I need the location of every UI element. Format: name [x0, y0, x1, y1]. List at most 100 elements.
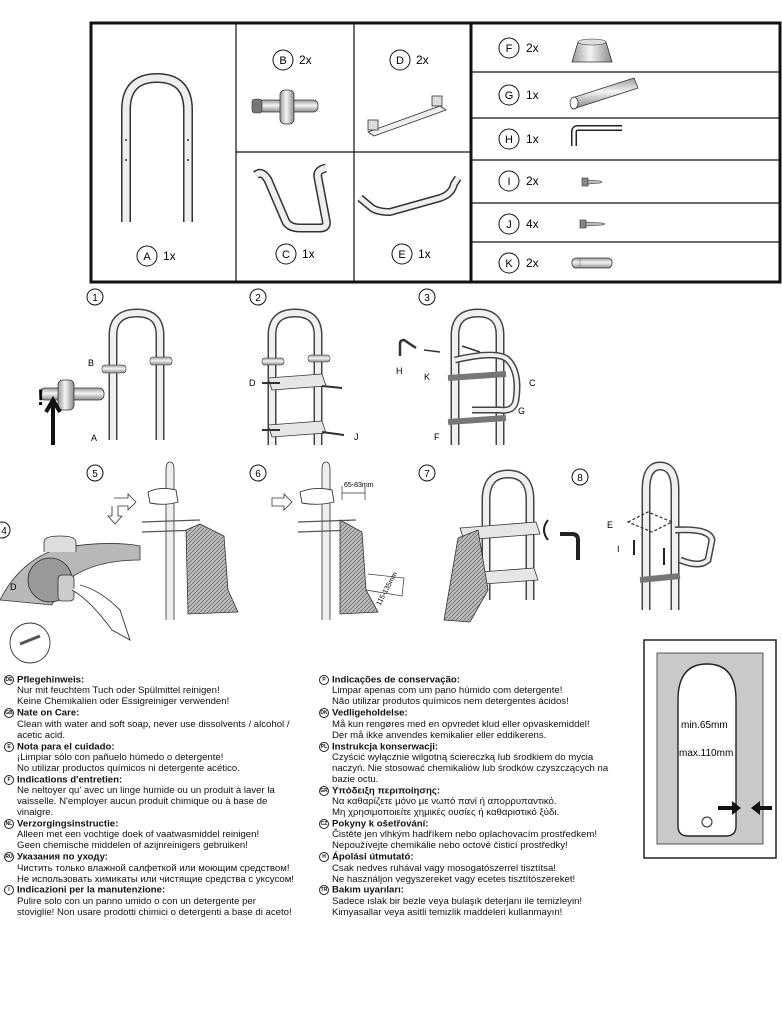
- part-k-label: K 2x: [498, 252, 539, 274]
- care-text-line: Να καθαρίζετε μόνο με νωπό πανί ή απορρυ…: [332, 796, 557, 808]
- callout-h: H: [396, 366, 403, 376]
- svg-text:1: 1: [92, 293, 98, 304]
- care-text-line: Csak nedves ruhával vagy mosogatószerrel…: [332, 862, 556, 874]
- care-text-line: No utilizar productos químicos ni deterg…: [17, 762, 240, 774]
- part-f-label: F 2x: [498, 37, 539, 59]
- svg-text:7: 7: [424, 469, 430, 480]
- care-text-line: vinaigre.: [17, 807, 54, 818]
- part-d-step-bracket: [367, 95, 447, 137]
- step-8-illustration: [626, 461, 716, 610]
- svg-text:E: E: [398, 249, 405, 261]
- care-text-line: Nepoužívejte chemikálie nebo octové čist…: [332, 840, 568, 852]
- care-title: Indications d'entretien:: [17, 774, 123, 786]
- svg-text:6: 6: [255, 469, 261, 480]
- svg-text:J: J: [506, 219, 512, 231]
- care-title: Vedligeholdelse:: [332, 707, 408, 719]
- country-flag-icon: P: [319, 675, 329, 685]
- svg-text:2x: 2x: [526, 41, 539, 55]
- svg-text:K: K: [505, 258, 513, 270]
- part-a-label: A 1x: [136, 245, 176, 267]
- care-text-line: bazie octu.: [332, 773, 379, 785]
- callout-g: G: [518, 406, 525, 416]
- svg-text:3: 3: [424, 293, 430, 304]
- country-flag-icon: DE: [4, 675, 14, 685]
- callout-i: I: [617, 544, 620, 554]
- care-title: Pokyny k ošetřování:: [332, 818, 429, 830]
- svg-text:G: G: [505, 90, 514, 102]
- step-8-number: 8: [571, 468, 589, 486]
- care-text-line: Kimyasallar veya asitli temizlik maddele…: [332, 906, 563, 918]
- svg-text:1x: 1x: [418, 247, 431, 261]
- callout-c: C: [529, 378, 536, 388]
- svg-text:2: 2: [255, 293, 261, 304]
- warning-mark: !: [37, 385, 44, 410]
- part-k-dowel: [571, 257, 613, 269]
- callout-d: D: [249, 378, 256, 388]
- care-text-line: Keine Chemikalien oder Essigreiniger ver…: [17, 696, 230, 708]
- care-text-line: Не использовать химикаты или чистящие ср…: [17, 873, 294, 885]
- step-4-number: 4: [0, 521, 11, 539]
- part-h-label: H 1x: [498, 128, 539, 150]
- care-text-line: Clean with water and soft soap, never us…: [17, 718, 290, 730]
- part-e-label: E 1x: [391, 243, 431, 265]
- care-text-line: Чистить только влажной салфеткой или мою…: [17, 862, 290, 874]
- part-e-bar: [357, 175, 462, 217]
- step-2-number: 2: [249, 288, 267, 306]
- country-flag-icon: PL: [319, 741, 329, 752]
- svg-text:I: I: [507, 176, 510, 188]
- care-text-line: Nur mit feuchtem Tuch oder Spülmittel re…: [17, 685, 220, 697]
- step-6-illustration: [271, 461, 405, 620]
- care-text-line: Der må ikke anvendes kemikalier eller ed…: [332, 729, 547, 741]
- step-3-illustration: [398, 308, 521, 445]
- care-text-line: Pulire solo con un panno umido o con un …: [17, 895, 256, 907]
- part-i-screw: [581, 177, 603, 187]
- care-text-line: Limpar apenas com um pano húmido com det…: [332, 685, 563, 697]
- step-4-illustration: [0, 535, 141, 664]
- care-title: Указания по уходу:: [17, 851, 109, 863]
- callout-b: B: [88, 358, 94, 368]
- svg-text:1x: 1x: [526, 132, 539, 146]
- dimension-diagram: [643, 639, 777, 859]
- country-flag-icon: E: [4, 741, 14, 752]
- part-g-tube: [569, 77, 639, 110]
- care-text-line: naczyń. Nie stosować chemikaliów lub śro…: [332, 762, 609, 774]
- svg-text:5: 5: [92, 469, 98, 480]
- step-5-illustration: [107, 461, 239, 620]
- country-flag-icon: DK: [319, 708, 329, 719]
- country-flag-icon: H: [319, 852, 329, 863]
- care-text-line: Geen chemische middelen of azijnreiniger…: [17, 840, 248, 852]
- care-text-line: Ne neltoyer qu' avec un linge humide ou …: [17, 785, 275, 797]
- country-flag-icon: F: [4, 774, 14, 785]
- care-title: Nate on Care:: [17, 707, 80, 719]
- callout-j: J: [354, 432, 359, 442]
- parts-table: [89, 21, 782, 284]
- care-title: Ápolási útmutató:: [332, 851, 414, 863]
- svg-text:2x: 2x: [526, 256, 539, 270]
- svg-text:2x: 2x: [416, 53, 429, 67]
- svg-text:2x: 2x: [299, 53, 312, 67]
- care-text-line: vaisselle. N'employer aucun produit chim…: [17, 796, 268, 808]
- care-text-line: acetic acid.: [17, 729, 65, 741]
- care-text-line: Μη χρησιμοποιείτε χημικές ουσίες ή καθαρ…: [332, 807, 560, 818]
- step-7-number: 7: [418, 464, 436, 482]
- part-a-qty: 1x: [163, 249, 176, 263]
- callout-e: E: [607, 520, 613, 530]
- min-dimension: min.65mm: [681, 720, 728, 731]
- care-title: Indicazioni per la manutenzione:: [17, 884, 166, 896]
- callout-d-step4: D: [10, 582, 17, 592]
- part-i-label: I 2x: [498, 170, 539, 192]
- svg-text:2x: 2x: [526, 174, 539, 188]
- care-title: Indicações de conservação:: [332, 674, 460, 686]
- step-7-illustration: [443, 469, 580, 623]
- part-d-label: D 2x: [389, 49, 429, 71]
- care-title: Verzorgingsinstructie:: [17, 818, 119, 830]
- care-title: Instrukcja konserwacji:: [332, 741, 439, 753]
